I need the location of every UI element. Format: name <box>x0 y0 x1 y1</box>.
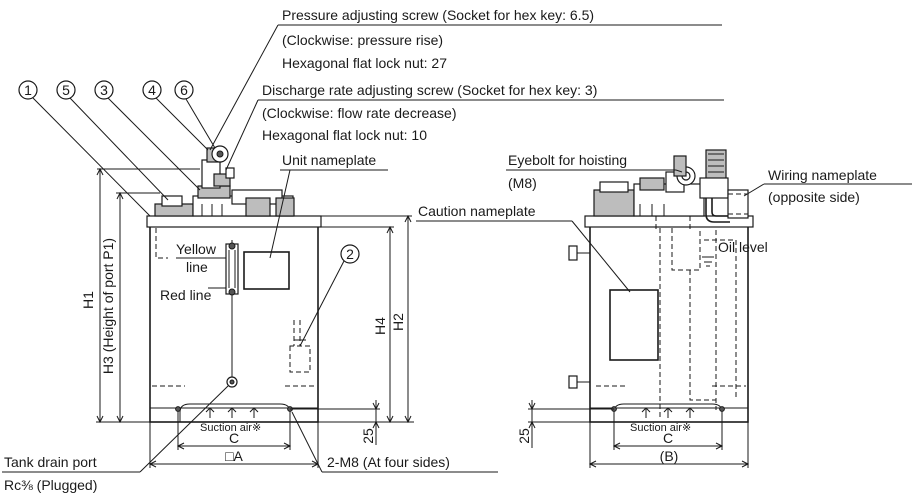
label-pressure-screw: Pressure adjusting screw (Socket for hex… <box>282 7 594 23</box>
dim-h3: H3 (Height of port P1) <box>100 238 116 374</box>
label-unit-nameplate: Unit nameplate <box>282 152 376 168</box>
left-top-plate <box>146 215 322 228</box>
left-view: Suction air※ <box>146 145 322 434</box>
svg-text:5: 5 <box>62 82 70 98</box>
dim-h2: H2 <box>390 313 406 331</box>
callout-6 <box>174 80 194 100</box>
label-oil-level: Oil level <box>718 239 768 255</box>
label-pressure-nut: Hexagonal flat lock nut: 27 <box>282 55 447 71</box>
label-tank-drain: Tank drain port <box>4 454 97 470</box>
label-wiring-side: (opposite side) <box>768 189 860 205</box>
callout-4 <box>142 80 162 100</box>
label-caution-nameplate: Caution nameplate <box>418 203 536 219</box>
left-dimensions: H1 H3 (Height of port P1) H4 H2 25 C <box>80 167 414 468</box>
label-wiring-nameplate: Wiring nameplate <box>768 167 877 183</box>
svg-text:1: 1 <box>24 82 32 98</box>
svg-text:3: 3 <box>100 82 108 98</box>
callout-5 <box>56 80 76 100</box>
wiring-box <box>727 189 749 219</box>
dim-c-right: C <box>663 430 673 446</box>
label-eyebolt-size: (M8) <box>508 175 537 191</box>
dim-c-left: C <box>229 430 239 446</box>
right-suction-air-label: Suction air※ <box>630 422 691 434</box>
right-dimensions: 25 C (B) <box>516 400 750 468</box>
left-suction-air-label: Suction air※ <box>200 422 261 434</box>
dim-h4: H4 <box>372 317 388 335</box>
right-tank-body <box>589 225 749 423</box>
label-mounting: 2-M8 (At four sides) <box>327 454 450 470</box>
label-pressure-clockwise: (Clockwise: pressure rise) <box>282 32 443 48</box>
callout-1 <box>18 80 38 100</box>
label-red-line: Red line <box>160 287 212 303</box>
label-tank-drain-spec: Rc⅜ (Plugged) <box>4 477 97 493</box>
right-annotations: Eyebolt for hoisting (M8) Wiring namepla… <box>416 152 912 293</box>
left-annotations: 1 5 3 4 6 2 Pressure adjusting screw (So… <box>2 7 724 493</box>
svg-text:4: 4 <box>148 82 156 98</box>
label-discharge-clockwise: (Clockwise: flow rate decrease) <box>262 105 457 121</box>
right-view: Suction air※ <box>568 149 754 434</box>
dim-a-left: □A <box>225 448 243 464</box>
right-motor-block <box>593 189 635 217</box>
svg-text:6: 6 <box>180 82 188 98</box>
caution-nameplate <box>609 289 659 361</box>
label-discharge-screw: Discharge rate adjusting screw (Socket f… <box>262 82 597 98</box>
callout-2 <box>340 244 360 264</box>
label-yellow-line-2: line <box>186 259 208 275</box>
left-mount-hole-1 <box>175 406 181 412</box>
dim-h1: H1 <box>80 291 96 309</box>
dim-25-right: 25 <box>516 428 532 444</box>
label-discharge-nut: Hexagonal flat lock nut: 10 <box>262 127 427 143</box>
label-eyebolt: Eyebolt for hoisting <box>508 152 627 168</box>
label-yellow-line-1: Yellow <box>176 241 217 257</box>
callout-3 <box>94 80 114 100</box>
level-gauge <box>225 243 239 295</box>
unit-nameplate <box>243 251 290 290</box>
dim-b-right: (B) <box>660 448 679 464</box>
dim-25-left: 25 <box>360 428 376 444</box>
left-suction-cutout <box>179 403 291 422</box>
svg-text:2: 2 <box>346 246 354 262</box>
